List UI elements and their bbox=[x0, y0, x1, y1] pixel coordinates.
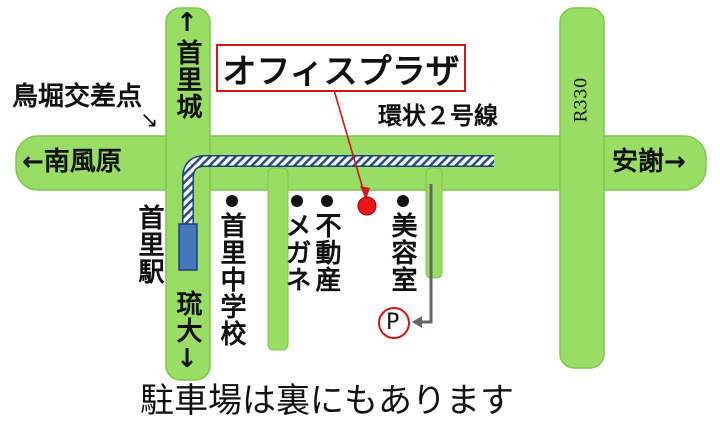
side-street-2 bbox=[425, 167, 443, 279]
loop-road-2-label: 環状２号線 bbox=[378, 102, 498, 130]
school-label: 首里中学校 bbox=[216, 212, 246, 347]
intersection-arrow: ↘ bbox=[140, 108, 159, 133]
destination-label: オフィスプラザ bbox=[216, 44, 466, 92]
glasses-label: メガネ bbox=[281, 212, 311, 293]
destination-name: オフィスプラザ bbox=[222, 51, 460, 92]
school-dot bbox=[226, 195, 238, 207]
salon-dot bbox=[397, 195, 409, 207]
parking-marker bbox=[378, 307, 410, 339]
realestate-label: 不動産 bbox=[311, 212, 341, 293]
salon-label: 美容室 bbox=[387, 212, 417, 293]
east-road-label: 安謝→ bbox=[612, 147, 686, 177]
footer-note: 駐車場は裏にもあります bbox=[140, 381, 514, 421]
side-street-1 bbox=[267, 167, 289, 351]
north-road-label: ↑首里城 bbox=[172, 8, 202, 120]
west-road-label: ←南風原 bbox=[22, 147, 122, 177]
realestate-dot bbox=[321, 195, 333, 207]
station-label: 首里駅 bbox=[134, 204, 164, 285]
shuri-station-marker bbox=[178, 223, 198, 271]
route-330-label: R330 bbox=[571, 77, 592, 123]
south-road-label: 琉大↓ bbox=[172, 290, 202, 375]
parking-symbol: P bbox=[386, 310, 400, 335]
glasses-dot bbox=[291, 195, 303, 207]
intersection-label: 鳥堀交差点 bbox=[12, 82, 143, 112]
destination-pointer bbox=[333, 89, 366, 197]
destination-marker bbox=[357, 196, 377, 216]
route-330-road bbox=[559, 7, 605, 369]
